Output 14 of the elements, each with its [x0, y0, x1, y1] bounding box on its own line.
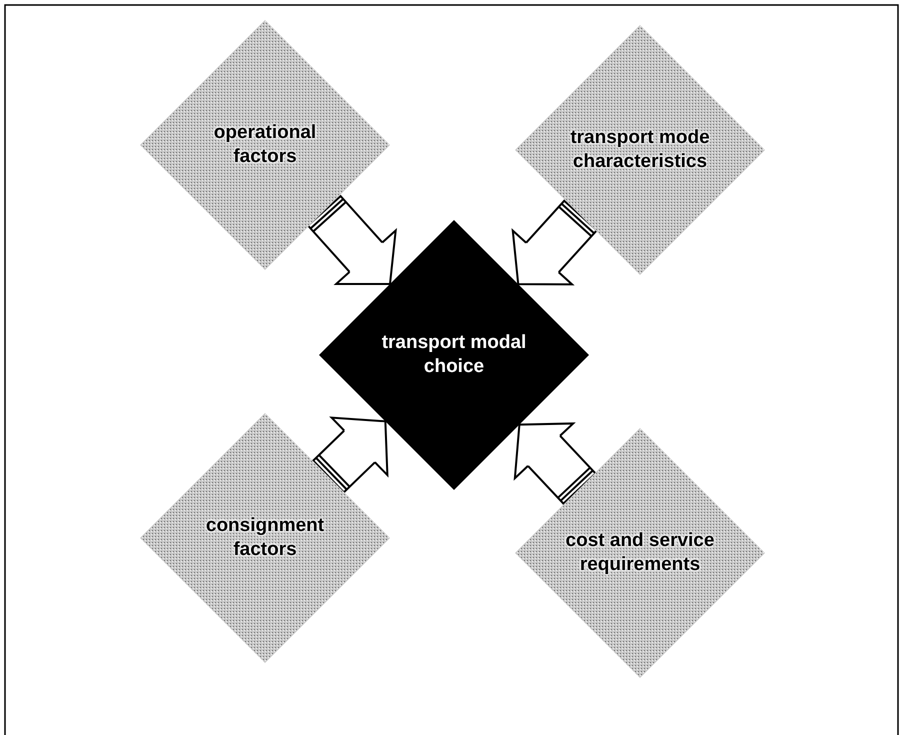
factor-diamond: [140, 20, 390, 270]
block-arrow: [512, 199, 598, 286]
node-label: cost and service requirements: [565, 529, 715, 577]
block-arrow: [312, 416, 388, 494]
factor-diamond: [515, 428, 765, 678]
node-label: transport mode characteristics: [569, 126, 711, 174]
factor-diamond: [515, 25, 765, 275]
decision-diamond: [319, 220, 589, 490]
node-label: transport modal choice: [380, 331, 528, 379]
block-arrow: [514, 422, 597, 506]
node-label: operational factors: [212, 121, 318, 169]
block-arrow: [306, 194, 397, 285]
node-label: consignment factors: [204, 514, 326, 562]
factor-diamond: [140, 413, 390, 663]
